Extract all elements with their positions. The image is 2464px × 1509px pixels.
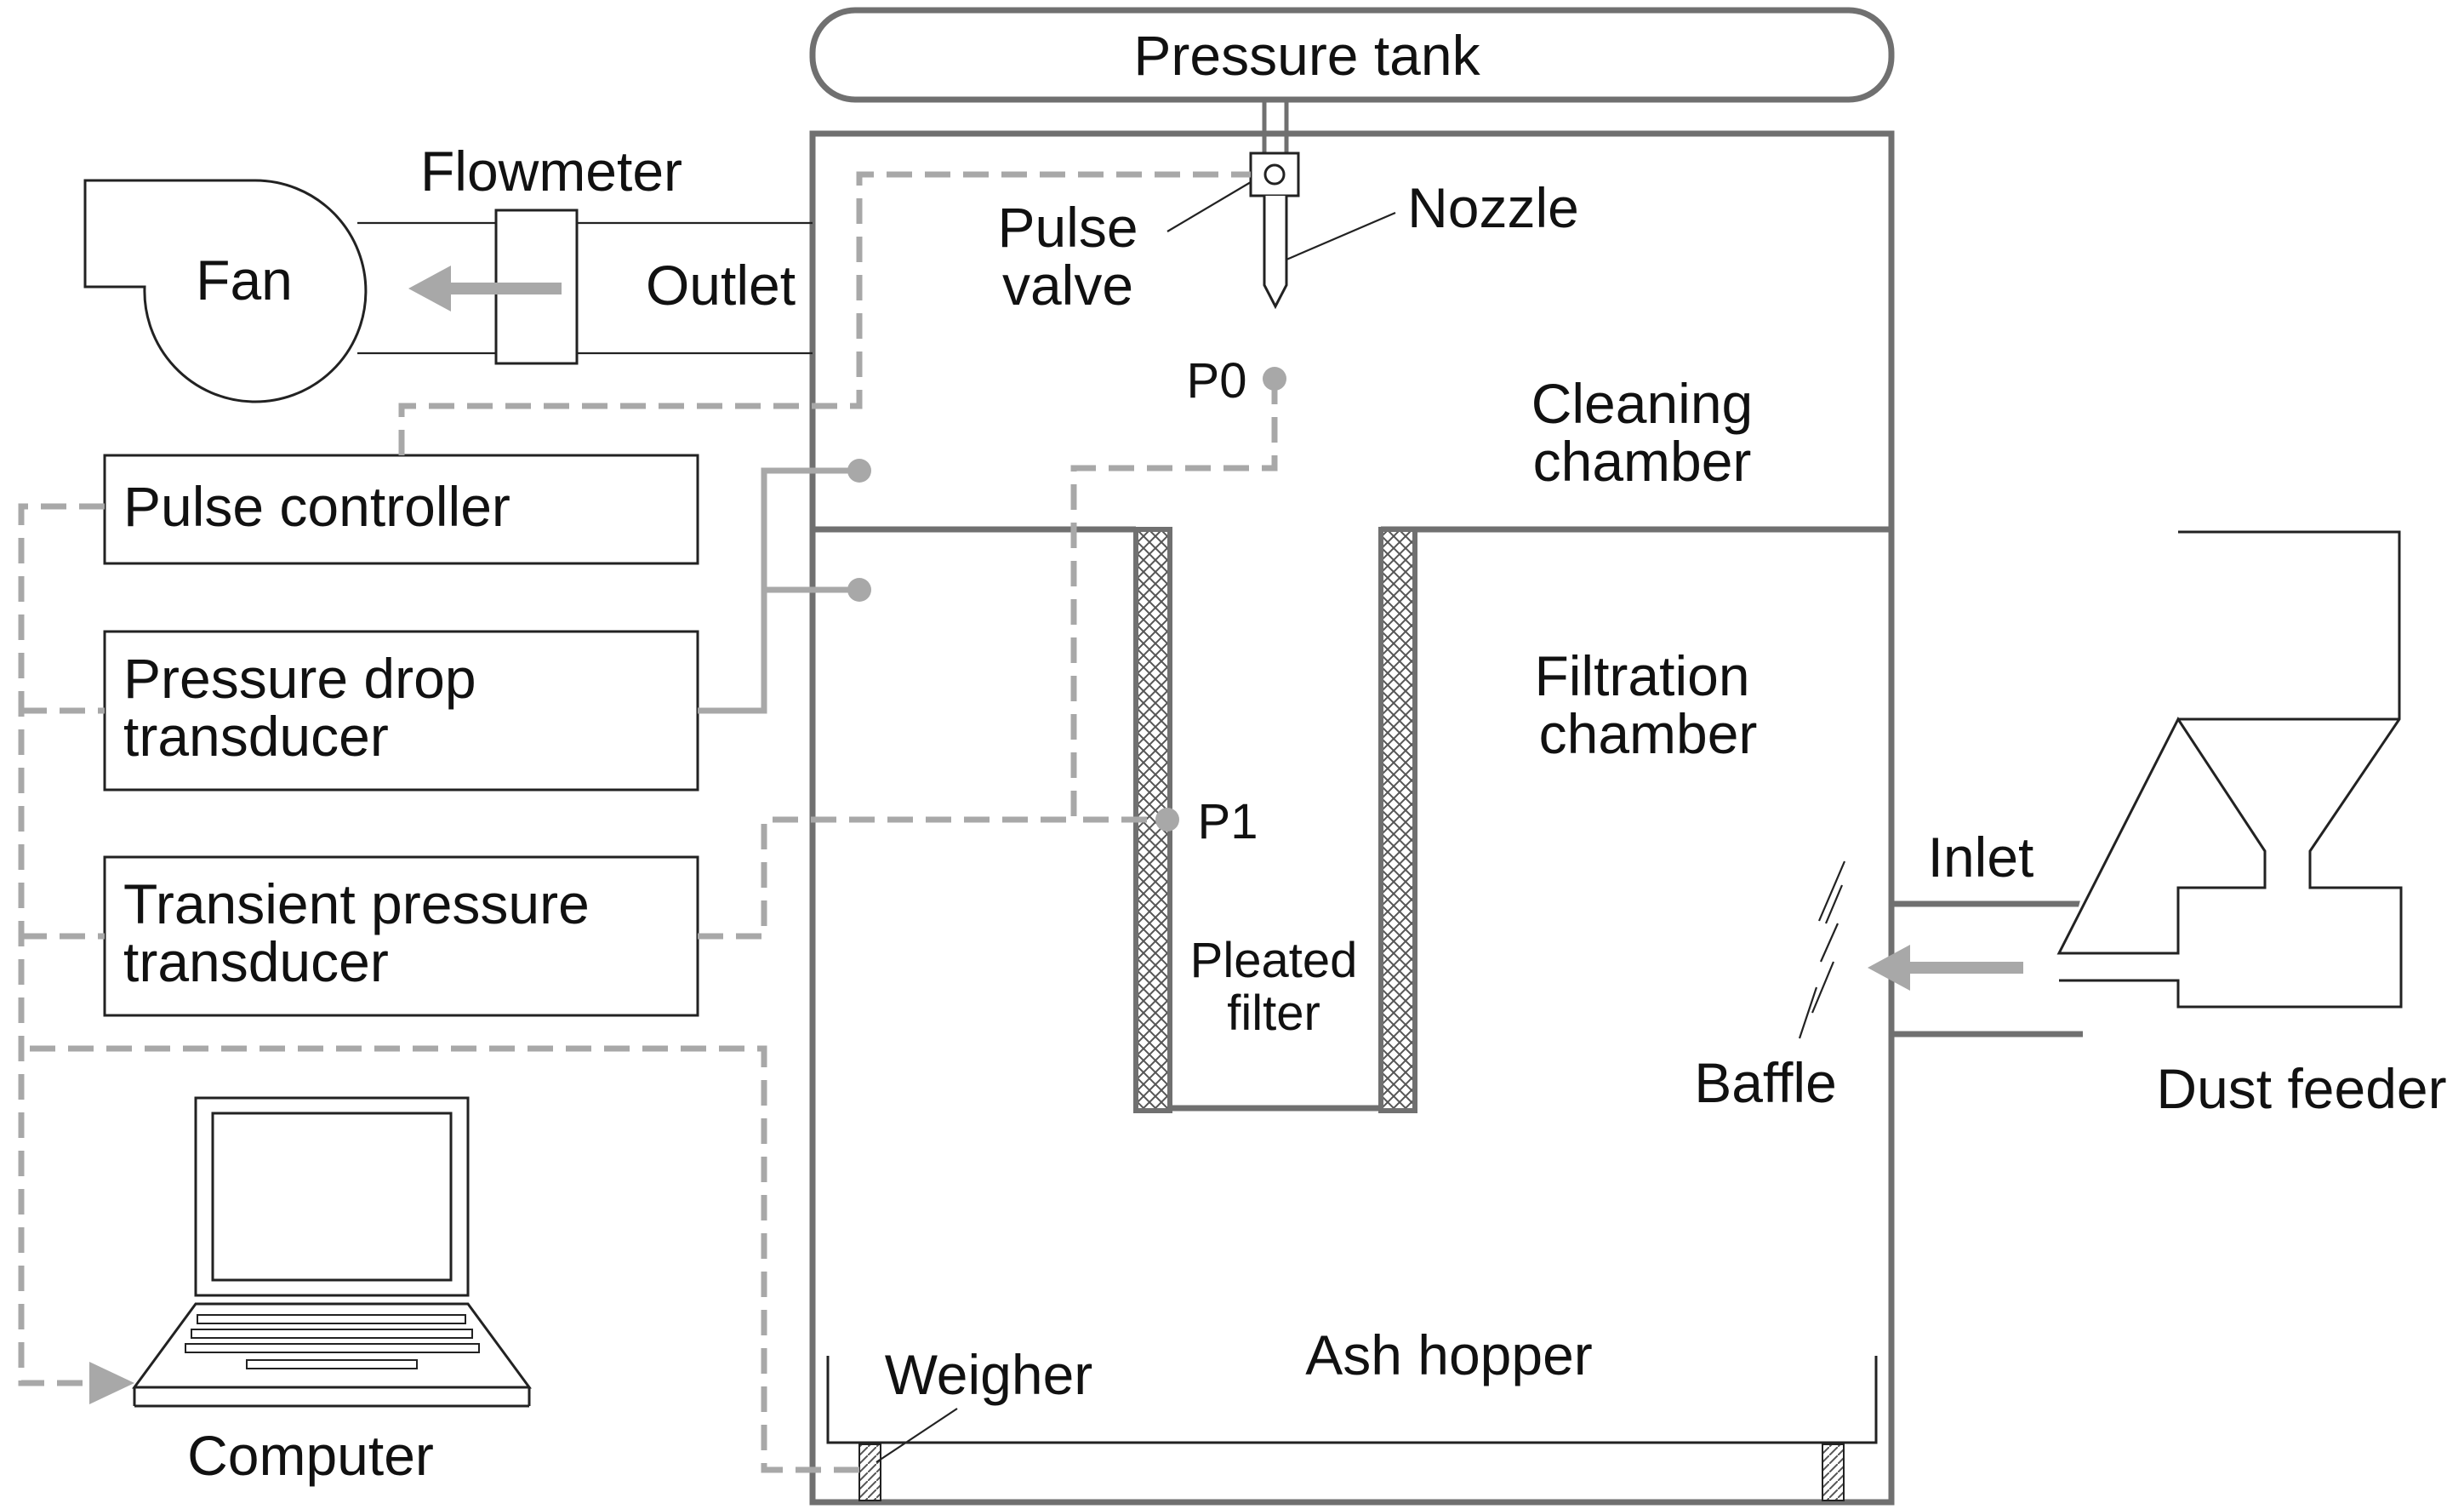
cleaning-chamber-label-1: Cleaning [1531, 372, 1754, 435]
pulse-controller-label: Pulse controller [123, 475, 510, 538]
nozzle: Nozzle [1263, 176, 1579, 310]
pressure-drop-label-1: Pressure drop [123, 647, 476, 710]
signal-lines [18, 171, 1278, 1473]
dust-feeder: Dust feeder [2056, 530, 2447, 1120]
nozzle-label: Nozzle [1407, 176, 1579, 239]
outlet-duct [357, 221, 813, 355]
p1-label: P1 [1198, 794, 1258, 849]
computer-icon [132, 1096, 532, 1408]
computer-label: Computer [187, 1424, 434, 1487]
pressure-tank-label: Pressure tank [1133, 24, 1480, 87]
pressure-drop-taps [698, 459, 871, 714]
computer-arrow [89, 1362, 134, 1404]
ash-hopper: Ash hopper [826, 1323, 1878, 1501]
flowmeter-label: Flowmeter [420, 140, 682, 203]
flowmeter: Flowmeter [420, 140, 682, 365]
inlet-duct: Inlet [1891, 826, 2083, 1037]
p0-label: P0 [1187, 353, 1247, 409]
pleated-filter-label-1: Pleated [1190, 933, 1358, 988]
transient-label-1: Transient pressure [123, 872, 590, 935]
measurement-point-p0: P0 [1187, 353, 1286, 409]
baffle-label: Baffle [1694, 1051, 1837, 1114]
weigher: Weigher [876, 1343, 1093, 1463]
pulse-valve-label-2: valve [1002, 254, 1133, 317]
filtration-chamber-label-2: chamber [1539, 702, 1758, 765]
dust-feeder-label: Dust feeder [2156, 1057, 2446, 1120]
filtration-chamber-label-1: Filtration [1534, 644, 1749, 707]
inlet-label: Inlet [1928, 826, 2034, 889]
pulse-controller: Pulse controller [103, 454, 699, 565]
inlet-flow-arrow [1868, 945, 2023, 991]
pulse-valve: Pulse valve [997, 151, 1300, 317]
weigher-label: Weigher [885, 1343, 1093, 1406]
transient-pressure-transducer: Transient pressure transducer [103, 855, 699, 1017]
fan: Fan [83, 179, 368, 403]
transient-label-2: transducer [123, 930, 389, 993]
pressure-drop-label-2: transducer [123, 705, 389, 768]
measurement-point-p1: P1 [1155, 794, 1258, 849]
outlet-flow-arrow [408, 266, 562, 312]
pulse-valve-label-1: Pulse [997, 196, 1138, 259]
outlet-label: Outlet [646, 254, 796, 317]
ash-hopper-label: Ash hopper [1305, 1323, 1593, 1386]
baffle: Baffle [1694, 860, 1846, 1114]
pleated-filter-label-2: filter [1227, 986, 1320, 1041]
cleaning-chamber-label-2: chamber [1533, 430, 1752, 493]
pressure-drop-transducer: Pressure drop transducer [103, 630, 699, 792]
fan-label: Fan [196, 249, 293, 312]
pressure-tank: Pressure tank [809, 7, 1895, 103]
tank-pipe [1262, 100, 1289, 153]
